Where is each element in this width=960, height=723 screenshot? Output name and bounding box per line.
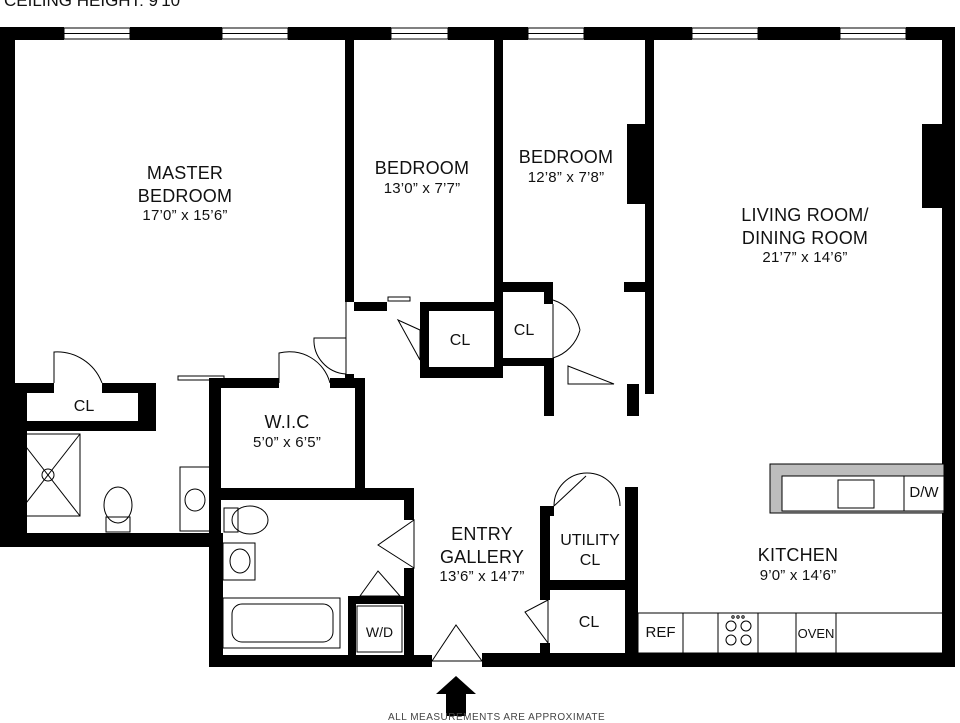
master-bedroom-label: MASTER BEDROOM 17’0” x 15’6” xyxy=(137,163,233,224)
fixtures xyxy=(15,433,945,654)
bedroom-3-label: BEDROOM 12’8” x 7’8” xyxy=(518,147,614,186)
exterior-walls xyxy=(0,27,955,667)
master-bedroom-door xyxy=(313,337,347,375)
bedroom3-closet-door xyxy=(552,299,581,359)
windows xyxy=(63,27,907,40)
washer-dryer xyxy=(356,605,403,653)
bathtub xyxy=(222,597,341,649)
dishwasher-label: D/W xyxy=(909,484,939,501)
sink-2 xyxy=(222,542,256,581)
bedroom3-door xyxy=(567,365,615,385)
oven-label: OVEN xyxy=(797,626,835,641)
living-dining-label: LIVING ROOM/ DINING ROOM 21’7” x 14’6” xyxy=(741,205,869,266)
bedroom3-closet-label: CL xyxy=(513,322,535,339)
bath2-door xyxy=(377,519,415,569)
kitchen-base-counter xyxy=(637,612,944,654)
entry-closet-label: CL xyxy=(578,614,600,631)
master-closet-door xyxy=(53,351,103,384)
bedroom2-closet-label: CL xyxy=(449,332,471,349)
toilet xyxy=(103,486,133,524)
vanity xyxy=(179,466,211,532)
entry-gallery-label: ENTRY GALLERY 13’6” x 14’7” xyxy=(439,524,525,585)
measurement-disclaimer: ALL MEASUREMENTS ARE APPROXIMATE xyxy=(388,712,606,723)
shower-stall xyxy=(15,433,81,517)
bedroom2-closet-door xyxy=(396,318,421,361)
interior-walls xyxy=(15,40,654,667)
refrigerator-label: REF xyxy=(645,624,676,641)
master-closet-label: CL xyxy=(73,398,95,415)
toilet-2 xyxy=(231,505,269,535)
entrance-arrow-icon xyxy=(436,676,476,716)
wd-door xyxy=(359,570,402,597)
doors xyxy=(53,296,621,662)
entry-closet-door xyxy=(524,599,549,645)
entry-door xyxy=(431,624,483,662)
wic-door xyxy=(278,351,331,384)
utility-closet-label: UTILITY CL xyxy=(560,532,620,569)
kitchen-label: KITCHEN 9’0” x 14’6” xyxy=(757,545,839,584)
bedroom-2-label: BEDROOM 13’0” x 7’7” xyxy=(374,158,470,197)
wic-label: W.I.C 5’0” x 6’5” xyxy=(252,412,322,451)
utility-door xyxy=(553,472,621,507)
ceiling-height-note: CEILING HEIGHT: 9'10" xyxy=(4,0,187,10)
washer-dryer-label: W/D xyxy=(365,624,394,640)
